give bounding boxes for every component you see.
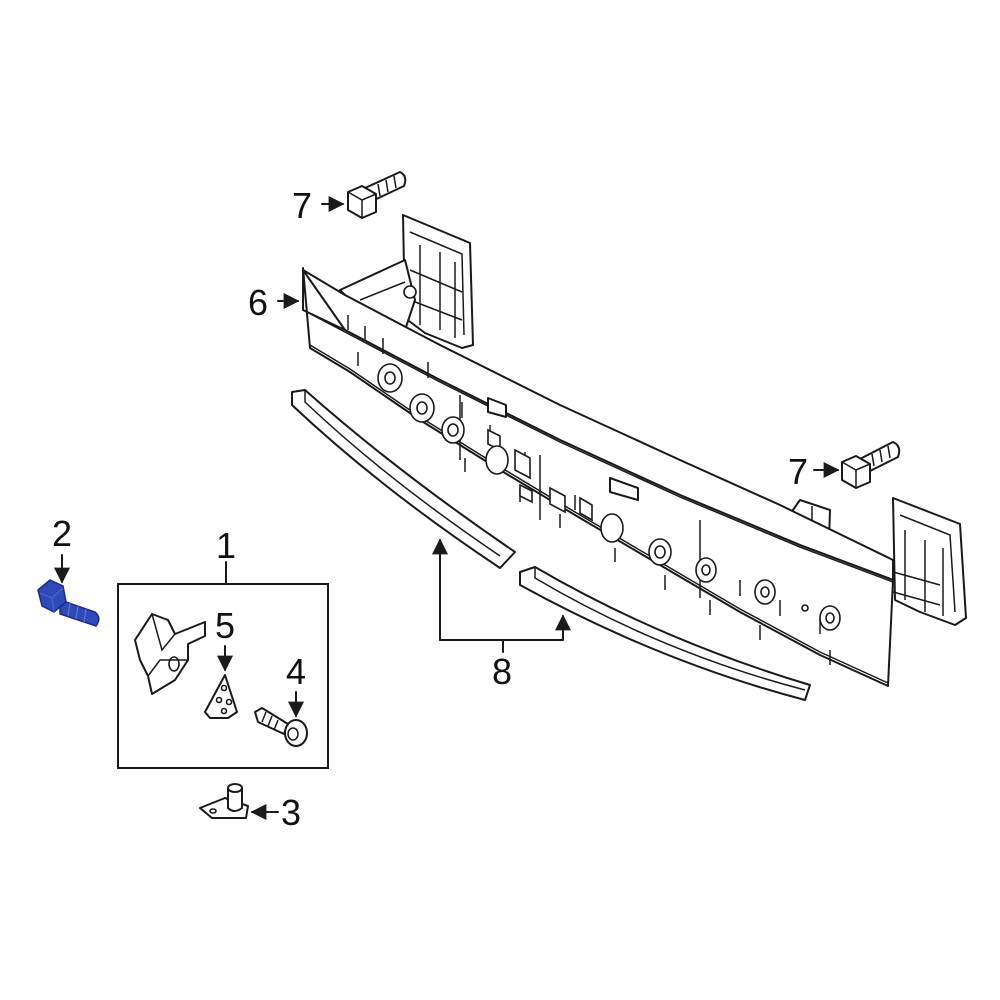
callout-5: 5 (215, 605, 235, 646)
part-7-bolt-top[interactable] (347, 171, 407, 219)
part-1-bracket[interactable] (134, 613, 206, 695)
part-8-absorber-strips[interactable] (291, 389, 811, 701)
part-4-push-pin[interactable] (254, 707, 308, 747)
callout-1: 1 (216, 525, 236, 566)
callout-6: 6 (248, 282, 268, 323)
part-2-bolt-highlighted[interactable] (37, 579, 100, 627)
part-6-reinforcement-beam[interactable] (302, 214, 967, 687)
callout-4: 4 (286, 651, 306, 692)
part-1-kit-box (117, 583, 329, 769)
callout-3: 3 (281, 792, 301, 833)
callout-2: 2 (52, 513, 72, 554)
part-7-bolt-right[interactable] (841, 441, 901, 489)
callout-7-top: 7 (292, 185, 312, 226)
callout-8: 8 (492, 651, 512, 692)
leader-lines (54, 196, 840, 820)
part-5-spacer[interactable] (204, 674, 238, 719)
callout-7-right: 7 (788, 451, 808, 492)
part-3-clip[interactable] (199, 783, 249, 819)
